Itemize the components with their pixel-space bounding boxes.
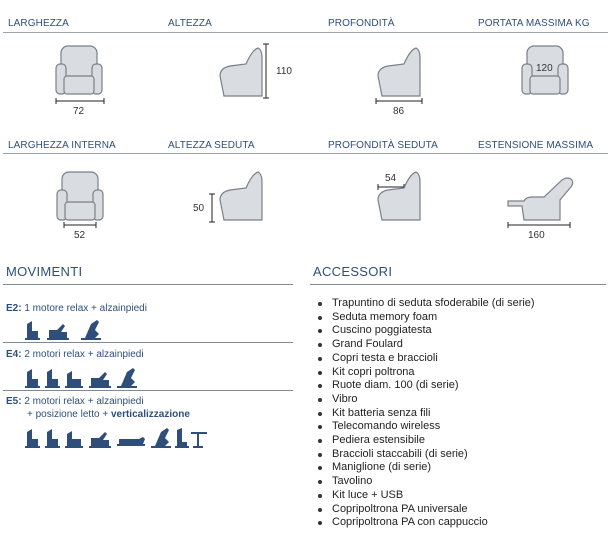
list-item: Ruote diam. 100 (di serie): [315, 379, 535, 393]
dimension-value-altezza-seduta: 50: [193, 203, 205, 214]
movimenti-title: MOVIMENTI: [6, 264, 83, 279]
dimension-label-altezza-seduta: ALTEZZA SEDUTA: [168, 140, 255, 151]
movimento-divider: [3, 390, 293, 391]
accessori-rule: [310, 284, 606, 285]
armchair-side-icon: [377, 47, 421, 97]
list-item: Trapuntino di seduta sfoderabile (di ser…: [315, 297, 535, 311]
movimento-e2: E2: 1 motore relax + alzainpiedi: [6, 303, 147, 314]
movimento-e5-bold: verticalizzazione: [110, 409, 190, 420]
armchair-side-icon: [219, 47, 263, 97]
list-item: Seduta memory foam: [315, 311, 535, 325]
dimension-label-altezza: ALTEZZA: [168, 18, 212, 29]
movimento-e5-text: 2 motori relax + alzainpiedi: [24, 396, 144, 407]
dimension-value-estensione: 160: [528, 230, 545, 241]
accessori-title: ACCESSORI: [313, 264, 393, 279]
armchair-front-icon: [56, 171, 104, 221]
dimension-label-portata: PORTATA MASSIMA KG: [478, 18, 590, 29]
list-item: Grand Foulard: [315, 338, 535, 352]
movimento-e5: E5: 2 motori relax + alzainpiedi: [6, 396, 144, 407]
depth-dimension-line: [375, 98, 423, 104]
list-item: Maniglione (di serie): [315, 461, 535, 475]
dimension-value-profondita: 86: [393, 106, 405, 117]
list-item: Vibro: [315, 393, 535, 407]
dimension-value-altezza: 110: [276, 66, 292, 77]
dimension-label-profondita-seduta: PROFONDITÀ SEDUTA: [328, 140, 438, 151]
list-item: Kit batteria senza fili: [315, 407, 535, 421]
movement-positions-icon: [25, 368, 137, 388]
movimento-divider: [3, 342, 293, 343]
armchair-front-icon: [55, 45, 103, 95]
dimension-value-profondita-seduta: 54: [385, 173, 397, 184]
movement-positions-icon: [25, 428, 207, 448]
list-item: Pediera estensibile: [315, 434, 535, 448]
list-item: Copripoltrona PA universale: [315, 503, 535, 517]
list-item: Copripoltrona PA con cappuccio: [315, 516, 535, 530]
armchair-front-icon: [521, 45, 569, 95]
list-item: Braccioli staccabili (di serie): [315, 448, 535, 462]
dimension-label-larghezza-interna: LARGHEZZA INTERNA: [8, 140, 116, 151]
inner-width-dimension-line: [63, 222, 97, 228]
dimension-label-larghezza: LARGHEZZA: [8, 18, 69, 29]
height-dimension-line: [263, 43, 269, 99]
header-rule-middle: [3, 153, 608, 154]
dimension-label-profondita: PROFONDITÀ: [328, 18, 395, 29]
movimento-e2-text: 1 motore relax + alzainpiedi: [24, 303, 147, 314]
dimension-value-larghezza-interna: 52: [74, 230, 86, 241]
accessori-list: Trapuntino di seduta sfoderabile (di ser…: [315, 297, 535, 530]
list-item: Tavolino: [315, 475, 535, 489]
list-item: Cuscino poggiatesta: [315, 324, 535, 338]
list-item: Telecomando wireless: [315, 420, 535, 434]
extension-dimension-line: [507, 222, 571, 228]
movimento-e4-text: 2 motori relax + alzainpiedi: [24, 349, 144, 360]
list-item: Kit luce + USB: [315, 489, 535, 503]
movimento-e4: E4: 2 motori relax + alzainpiedi: [6, 349, 144, 360]
armchair-reclined-icon: [507, 177, 574, 221]
dimension-label-estensione: ESTENSIONE MASSIMA: [478, 140, 594, 151]
header-rule-top: [3, 32, 608, 33]
movement-positions-icon: [25, 320, 101, 340]
armchair-side-icon: [377, 171, 421, 221]
armchair-side-icon: [219, 171, 263, 221]
width-dimension-line: [55, 98, 105, 104]
dimension-value-portata: 120: [536, 63, 553, 74]
movimento-e5-line2: + posizione letto + verticalizzazione: [27, 409, 190, 420]
movimenti-rule: [3, 284, 293, 285]
dimension-value-larghezza: 72: [73, 106, 85, 117]
list-item: Kit copri poltrona: [315, 366, 535, 380]
list-item: Copri testa e braccioli: [315, 352, 535, 366]
seat-height-dimension-line: [209, 193, 215, 223]
